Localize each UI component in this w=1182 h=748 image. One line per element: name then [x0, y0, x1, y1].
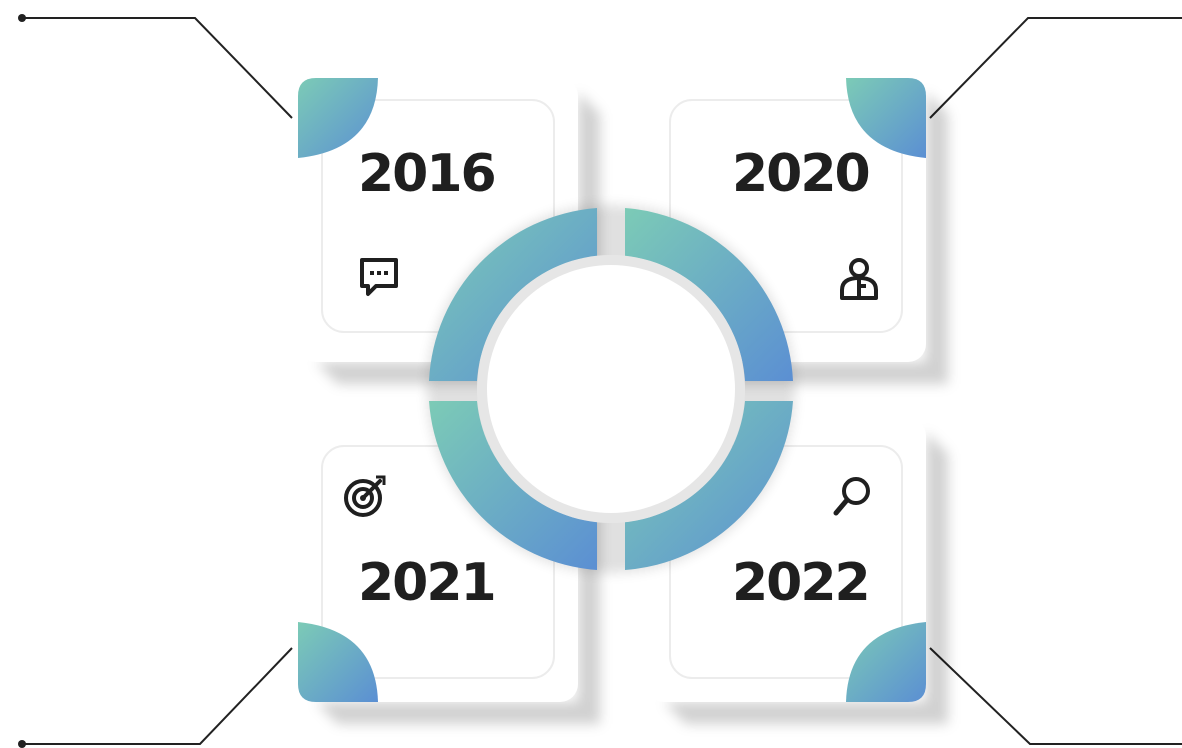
year-label-2022: 2022	[732, 553, 871, 613]
connector-dot-left-top	[18, 14, 26, 22]
accent-leaf-2020	[846, 78, 926, 158]
ring-inner-disc	[487, 265, 735, 513]
search-icon	[833, 477, 870, 516]
ring-segment-bottom-right	[625, 401, 793, 570]
connector-line-2022	[929, 647, 1182, 745]
connector-line-2020	[929, 17, 1182, 119]
chat-icon	[360, 258, 398, 296]
accent-leaf-2021	[298, 622, 378, 702]
year-label-2020: 2020	[732, 144, 871, 204]
ring-segment-top-left	[429, 208, 597, 381]
connector-dot-left-bottom	[18, 740, 26, 748]
ring-segment-bottom-left	[429, 401, 597, 570]
target-icon	[344, 475, 386, 517]
connector-lines	[22, 17, 1182, 745]
year-label-2021: 2021	[358, 553, 497, 613]
accent-leaf-2022	[846, 622, 926, 702]
user-icon	[840, 258, 878, 300]
accent-leaf-2016	[298, 78, 378, 158]
connector-line-2021	[22, 647, 293, 745]
year-label-2016: 2016	[358, 144, 497, 204]
ring-segment-top-right	[625, 208, 793, 381]
connector-line-2016	[22, 17, 293, 119]
